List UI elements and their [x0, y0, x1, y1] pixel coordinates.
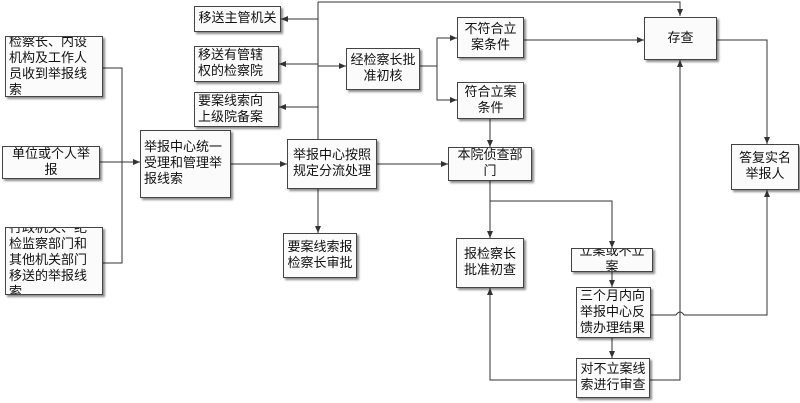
- connector-receive-merge: [103, 67, 123, 162]
- node-chief-review: 经检察长批准初核: [346, 48, 420, 90]
- connector-archive-to-reply: [717, 39, 770, 144]
- connector-review-to-archive: [650, 60, 683, 381]
- node-qualified: 符合立案条件: [457, 82, 524, 119]
- connector-review-to-chief-initial: [487, 288, 576, 381]
- connector-review-to-qualified: [436, 66, 457, 103]
- connector-top-to-archive: [318, 1, 683, 16]
- node-not-qualified: 不符合立案条件: [457, 17, 524, 58]
- node-important-approval: 要案线索报检察长审批: [283, 233, 357, 278]
- node-review-nonfiling: 对不立案线索进行审查: [576, 358, 650, 398]
- node-receive-procuratorate: 检察长、内设机构及工作人员收到举报线索: [5, 36, 103, 97]
- node-case-decision: 立案或不立案: [571, 248, 653, 272]
- node-archive: 存查: [644, 17, 717, 60]
- node-transfer-jurisdiction: 移送有管辖权的检察院: [194, 46, 279, 82]
- node-important-filing: 要案线索向上级院备案: [194, 92, 279, 127]
- connector-feedback-to-reply: [651, 190, 770, 316]
- node-chief-initial: 报检察长批准初查: [456, 238, 524, 288]
- node-feedback: 三个月内向举报中心反馈办理结果: [576, 287, 651, 338]
- node-receive-admin: 行政机关、纪检监察部门和其他机关部门移送的举报线索: [5, 227, 103, 295]
- connector-investigation-to-decision: [490, 200, 615, 248]
- node-transfer-authority: 移送主管机关: [194, 6, 281, 32]
- node-investigation-dept: 本院侦查部门: [448, 147, 532, 181]
- node-center-unified: 举报中心统一受理和管理举报线索: [140, 130, 231, 198]
- node-reply: 答复实名举报人: [731, 144, 799, 190]
- node-center-dispatch: 举报中心按照规定分流处理: [287, 139, 377, 189]
- connector-admin-merge: [103, 162, 123, 264]
- connector-review-branch: [420, 35, 457, 67]
- node-report-unit: 单位或个人举报: [2, 146, 100, 179]
